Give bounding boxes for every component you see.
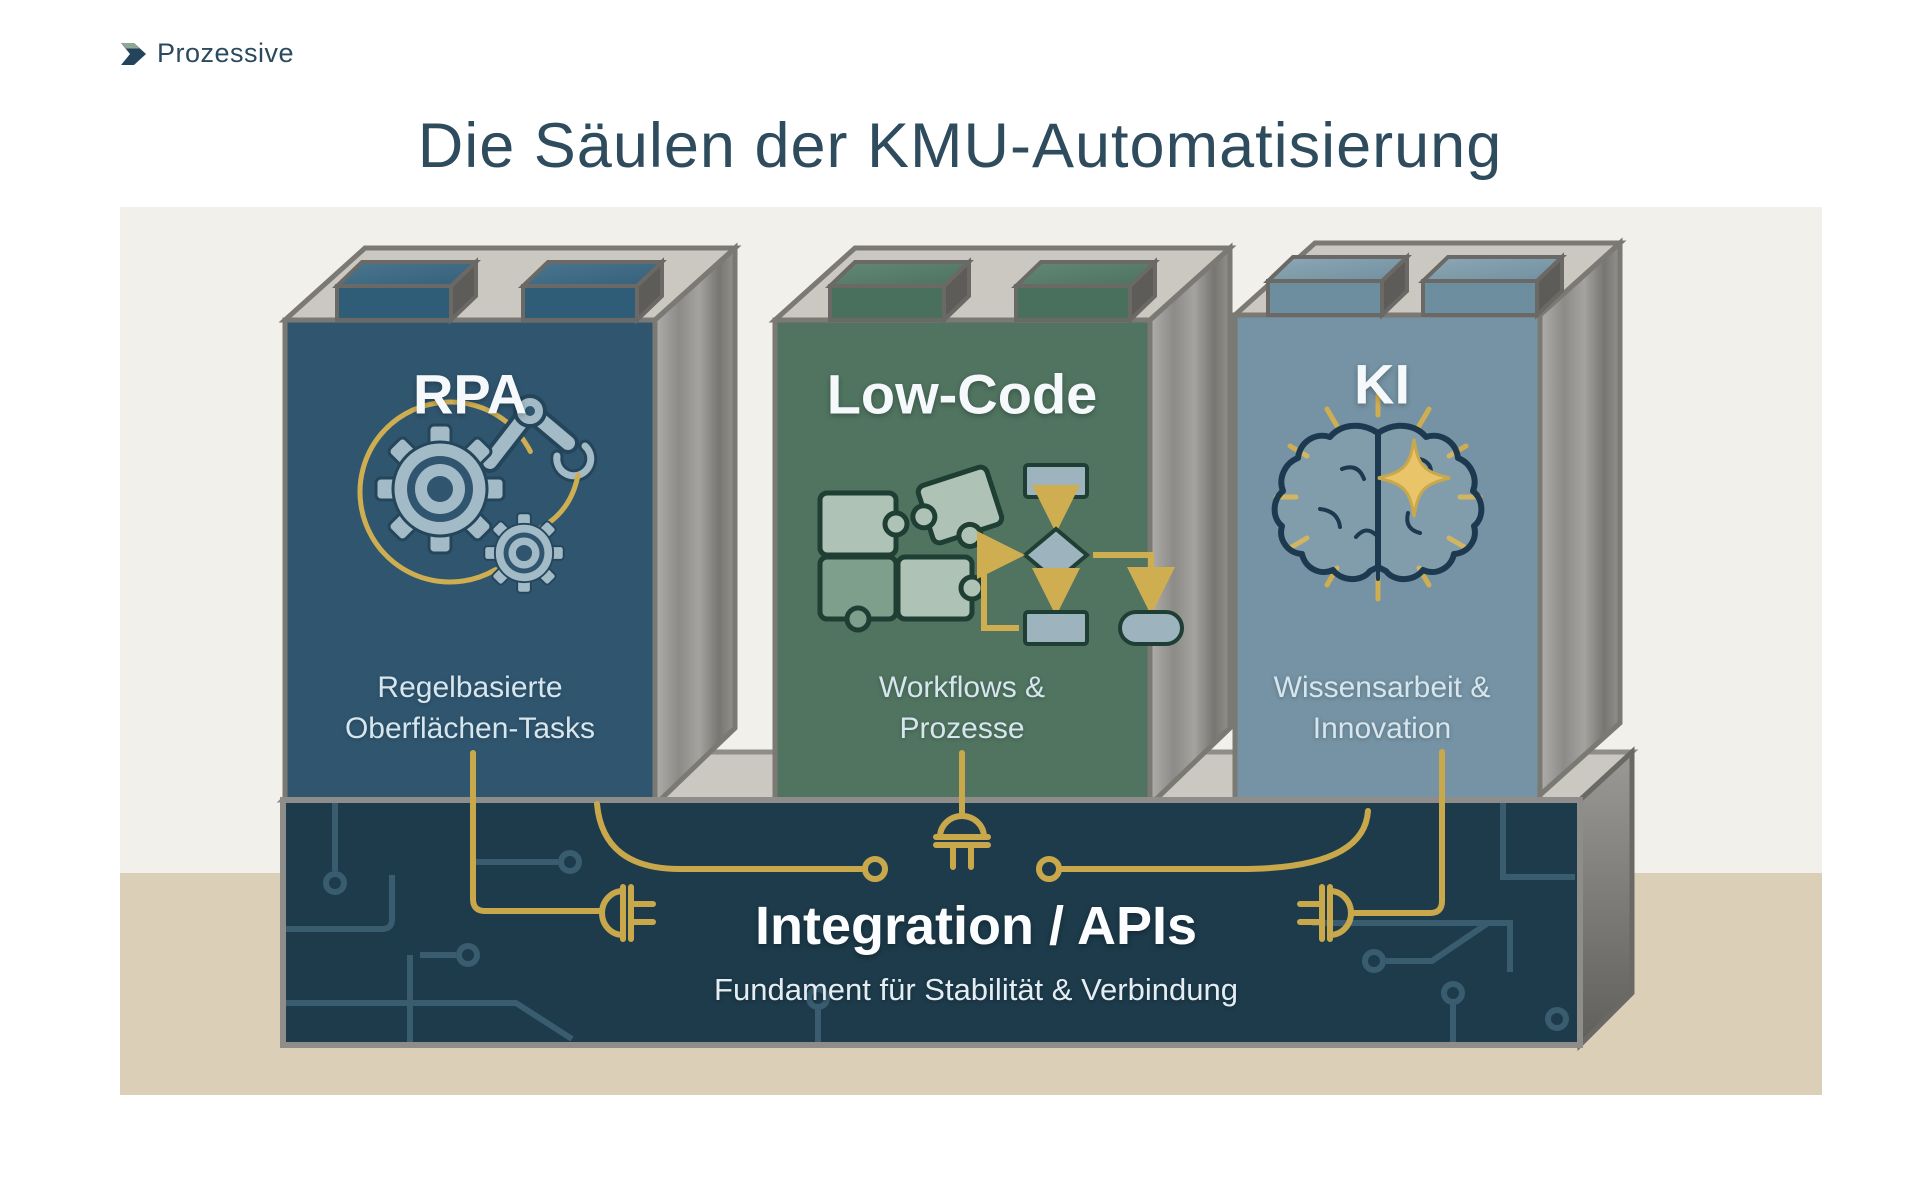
brand-logo: Prozessive	[118, 38, 294, 69]
pillar-lowcode-description-line2: Prozesse	[899, 712, 1025, 745]
power-plug-right-icon	[1297, 884, 1354, 942]
pillar-rpa-shape	[278, 242, 742, 811]
chevron-right-icon	[121, 42, 146, 65]
lego-stud	[825, 257, 974, 325]
pillar-lowcode-label: Low-Code	[826, 362, 1098, 426]
lego-stud	[1418, 252, 1567, 320]
circuit-traces	[286, 803, 1575, 1042]
pillars-scene	[120, 237, 1822, 1095]
lego-stud	[332, 257, 481, 325]
page-title: Die Säulen der KMU-Automatisierung	[417, 111, 1503, 181]
pillar-ki-description-line1: Wissensarbeit &	[1273, 671, 1491, 704]
pillar-lowcode-description-line1: Workflows &	[878, 671, 1046, 704]
puzzle-flowchart-icon	[817, 463, 1184, 646]
lego-stud	[1263, 252, 1412, 320]
brain-spark-icon	[1271, 392, 1485, 602]
pillar-ki-shape	[1228, 237, 1627, 808]
robot-arm-gears-icon	[357, 394, 598, 594]
lego-stud	[1011, 257, 1160, 325]
power-plug-left-icon	[599, 884, 656, 942]
pillar-rpa-description-line2: Oberflächen-Tasks	[344, 712, 596, 745]
foundation-subtitle: Fundament für Stabilität & Verbindung	[714, 972, 1238, 1007]
pillar-lowcode-description: Workflows & Prozesse	[879, 667, 1045, 749]
lego-stud	[518, 257, 667, 325]
pillar-rpa-label: RPA	[412, 362, 528, 426]
illustration-panel: RPA Regelbasierte Oberflächen-Tasks Low-…	[120, 207, 1822, 1095]
brand-name: Prozessive	[157, 38, 295, 68]
integration-connections	[470, 749, 1445, 942]
foundation-title: Integration / APIs	[754, 896, 1198, 956]
pillar-ki-label: KI	[1354, 352, 1410, 416]
pillar-rpa-description: Regelbasierte Oberflächen-Tasks	[345, 667, 595, 749]
pillar-ki-description: Wissensarbeit & Innovation	[1274, 667, 1491, 749]
pillar-rpa-description-line1: Regelbasierte	[377, 671, 563, 704]
power-plug-center-icon	[933, 813, 991, 870]
pillar-lowcode-shape	[768, 242, 1237, 811]
foundation-brick	[280, 797, 1583, 1048]
pillar-ki-description-line2: Innovation	[1312, 712, 1452, 745]
